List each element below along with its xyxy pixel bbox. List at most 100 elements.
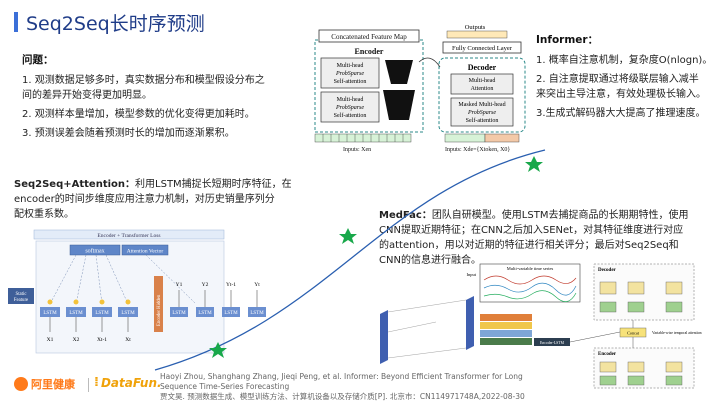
medfac-concat-label: Concat	[627, 331, 640, 336]
decoder-block-2	[450, 97, 514, 127]
decoder-output-arrows	[49, 290, 258, 332]
medfac-conv-block-1	[480, 314, 532, 321]
dec-block1-text-1: Multi-head	[469, 78, 496, 84]
enc-block2-text-2: ProbSparse	[335, 105, 364, 111]
decoder-lstm-row: LSTM LSTM LSTM LSTM	[170, 307, 266, 317]
timeline-curve-path	[154, 149, 546, 371]
medfac-conv-block-4	[480, 338, 532, 345]
attention-circles	[47, 299, 131, 305]
enc-lstm-3	[92, 307, 112, 317]
medfac-desc-line-4: CNN的信息进行融合。	[379, 255, 481, 266]
reference-1-line-2: Sequence Time-Series Forecasting	[160, 382, 290, 391]
medfac-desc-line-3: 的attention，用以对近期的特征进行相关评分；最后对Seq2Seq和	[379, 240, 679, 251]
medfac-conv-block-3	[480, 330, 532, 337]
encoder-input-cells	[322, 134, 404, 142]
enc-lstm-4	[118, 307, 138, 317]
ali-health-icon	[14, 377, 28, 391]
medfac-decoder-cells	[599, 281, 683, 313]
enc-lstm-3-label: LSTM	[95, 311, 109, 316]
distill-pyramid-1	[385, 60, 413, 84]
dec-block2-text-2: ProbSparse	[467, 110, 496, 116]
fully-connected-layer-box	[442, 41, 522, 54]
x-label-4: Xt	[125, 337, 131, 343]
x-label-1: X1	[47, 337, 54, 343]
medfac-temporal-label: Variable-wise temporal attention	[652, 331, 702, 335]
medfac-desc-line-1: 团队自研模型。使用LSTM去捕捉商品的长期期特性，使用	[431, 210, 689, 221]
dec-lstm-3	[222, 307, 240, 317]
logo-divider	[88, 378, 89, 392]
encoder-block-2	[320, 91, 380, 123]
reference-1-line-1: Haoyi Zhou, Shanghang Zhang, Jieqi Peng,…	[160, 372, 523, 381]
concat-feature-map-label: Concatenated Feature Map	[331, 33, 407, 41]
decoder-frame	[438, 57, 526, 133]
enc-block2-text-1: Multi-head	[337, 97, 364, 103]
informer-point-1: 1. 概率自注意机制，复杂度O(nlogn)。	[536, 55, 713, 66]
y-label-3: Yt-1	[226, 282, 236, 288]
y-label-4: Yt	[254, 282, 260, 288]
dec-lstm-1	[170, 307, 188, 317]
distill-pyramid-2	[383, 90, 415, 120]
medfac-section: MedFac：团队自研模型。使用LSTM去捕捉商品的长期期特性，使用 CNN提取…	[379, 208, 719, 268]
enc-block2-text-3: Self-attention	[334, 112, 367, 119]
decoder-label: Decoder	[468, 63, 497, 72]
outputs-label: Outputs	[465, 24, 486, 31]
decoder-input-grid-b	[484, 133, 520, 143]
encoder-inputs-label: Inputs: Xen	[343, 147, 371, 153]
medfac-series-line-1	[483, 275, 577, 285]
medfac-encoder-lstm-bar	[534, 338, 570, 346]
medfac-encoder-cells	[599, 361, 683, 386]
y-label-2: Y2	[202, 282, 209, 288]
problem-1-line-1: 1. 观测数据足够多时，真实数据分布和模型假设分布之	[22, 75, 265, 86]
softmax-label: softmax	[85, 248, 104, 255]
seq2seq-attention-section: Seq2Seq+Attention：利用LSTM捕捉长短期时序特征，在 enco…	[14, 177, 314, 222]
x-label-3: Xt-1	[97, 337, 107, 343]
medfac-encoder-label: Encoder	[598, 352, 617, 357]
medfac-encoder-lstm-label: Encoder-LSTM	[540, 341, 565, 345]
static-feature-label: Static	[16, 292, 27, 297]
ali-health-logo: 阿里健康	[14, 376, 75, 392]
decoder-block-1	[450, 73, 514, 95]
informer-architecture-diagram: Concatenated Feature Map Encoder Multi-h…	[314, 24, 526, 153]
encoder-block-1	[320, 57, 380, 89]
medfac-heading: MedFac：	[379, 210, 432, 221]
problem-3: 3. 预测误差会随着预测时长的增加而逐渐累积。	[22, 128, 235, 139]
softmax-box	[69, 244, 121, 256]
encoder-hidden-label: Encoder Hidden	[157, 294, 162, 326]
medfac-desc-line-2: CNN提取近期特征；在CNN之后加入SENet，对其特征维度进行对应	[379, 225, 684, 236]
static-feature-box	[8, 288, 34, 304]
x-label-2: X2	[73, 337, 80, 343]
datafun-text: DataFun.	[100, 375, 162, 390]
enc-lstm-1	[40, 307, 60, 317]
reference-2: 贾文昊. 预测数据生成、模型训练方法、计算机设备以及存储介质[P]. 北京市：C…	[160, 392, 525, 401]
informer-point-2-line-2: 来突出主导注意，有效处理极长输入。	[536, 89, 706, 100]
attention-vector-box	[121, 244, 169, 256]
attention-vector-label: Attention Vector	[127, 249, 164, 255]
dec-block2-text-3: Self-attention	[466, 117, 499, 124]
medfac-input-label: Input	[467, 272, 477, 277]
medfac-series-line-3	[483, 290, 577, 302]
problems-heading: 问题：	[22, 54, 54, 66]
seq2seq-heading: Seq2Seq+Attention：	[14, 179, 136, 190]
medfac-conv-block-2	[480, 322, 532, 329]
dec-lstm-2	[196, 307, 214, 317]
datafun-icon: ⁞	[94, 375, 99, 390]
informer-section: Informer： 1. 概率自注意机制，复杂度O(nlogn)。 2. 自注意…	[536, 32, 718, 121]
attention-panel	[35, 240, 225, 354]
enc-lstm-2-label: LSTM	[69, 311, 83, 316]
problem-2: 2. 观测样本量增加，模型参数的优化变得更加耗时。	[22, 109, 255, 120]
timeline-star-3	[525, 156, 543, 172]
y-label-1: Y1	[176, 282, 183, 288]
medfac-connectors	[569, 320, 634, 348]
medfac-decoder-label: Decoder	[598, 268, 617, 273]
informer-point-3: 3.生成式解码器大大提高了推理速度。	[536, 108, 706, 119]
encoder-to-decoder-arrow	[418, 57, 441, 68]
informer-point-2-line-1: 2. 自注意提取通过将级联层输入减半	[536, 74, 699, 85]
dec-lstm-1-label: LSTM	[172, 311, 186, 316]
enc-block1-text-3: Self-attention	[334, 78, 367, 85]
dec-lstm-2-label: LSTM	[198, 311, 212, 316]
seq2seq-desc-line-1: 利用LSTM捕捉长短期时序特征，在	[135, 179, 292, 190]
enc-block1-text-1: Multi-head	[337, 63, 364, 69]
enc-lstm-1-label: LSTM	[43, 311, 57, 316]
timeline-star-2	[339, 228, 357, 244]
informer-heading: Informer：	[536, 34, 599, 46]
